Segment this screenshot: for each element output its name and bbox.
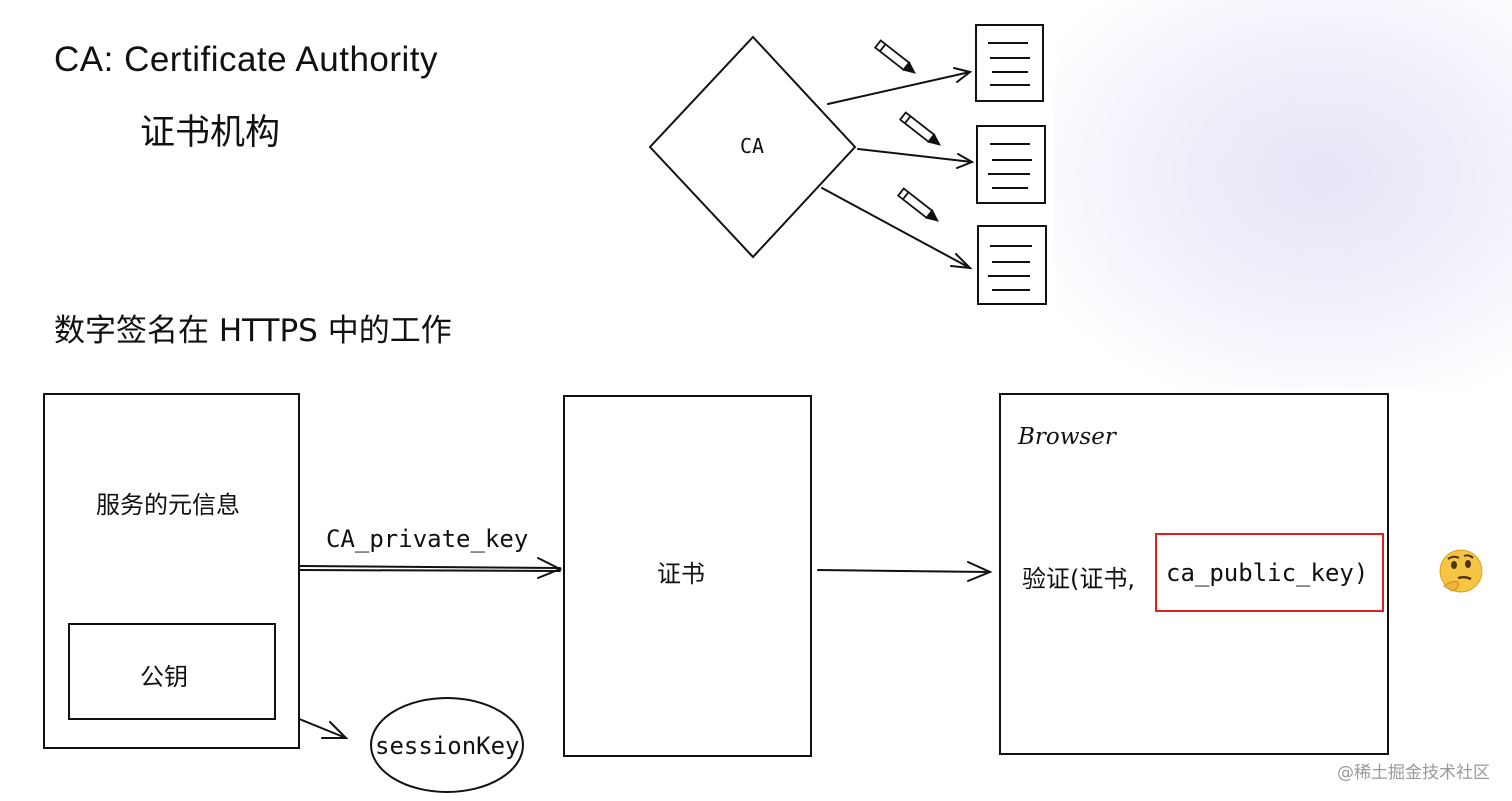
section-heading: 数字签名在 HTTPS 中的工作 [54,313,452,349]
arrow-server-to-certificate [299,565,561,572]
page-title: CA: Certificate Authority [54,40,439,79]
pencil-icon [898,111,941,146]
arrow-certificate-to-browser [817,569,991,573]
page-subtitle: 证书机构 [140,113,281,153]
public-key-box [68,623,276,720]
ca-diamond [648,35,857,259]
verify-prefix: 验证(证书, [1022,565,1135,593]
thinking-face-icon [1439,549,1483,593]
document-icon [975,24,1044,102]
pencil-icon [873,39,916,74]
server-info-label: 服务的元信息 [96,491,240,519]
session-key-label: sessionKey [375,732,520,760]
browser-title: Browser [1018,424,1116,450]
background-illustration [1040,0,1512,390]
certificate-label: 证书 [657,560,705,588]
browser-box [999,393,1389,755]
session-key-ellipse [370,697,524,793]
public-key-label: 公钥 [140,663,188,691]
pencil-icon [896,187,939,222]
certificate-box [563,395,812,757]
arrow-to-document-3 [821,187,971,269]
arrow-to-document-1 [827,71,971,105]
footer-watermark: @稀土掘金技术社区 [1337,763,1490,783]
document-icon [977,225,1047,305]
arrow-to-document-2 [857,148,973,163]
document-icon [976,125,1046,204]
ca-public-key-label: ca_public_key) [1166,559,1369,587]
ca-label: CA [740,134,765,158]
ca-public-key-highlight [1155,533,1384,612]
ca-private-key-label: CA_private_key [326,525,529,553]
